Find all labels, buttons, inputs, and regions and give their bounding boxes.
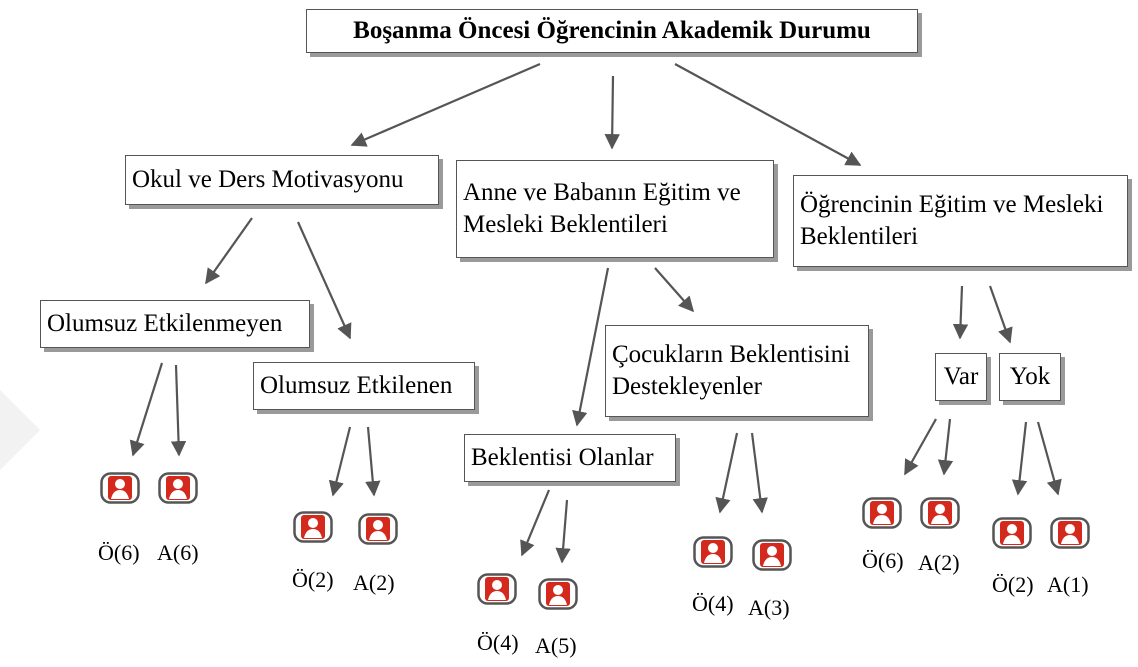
arrow xyxy=(604,75,620,150)
count-parent: A(2) xyxy=(353,570,395,595)
student-expectations-line2: Beklentileri xyxy=(800,223,919,250)
diagram-title: Boşanma Öncesi Öğrencinin Akademik Durum… xyxy=(306,9,918,53)
person-icon xyxy=(693,536,733,568)
person-icon xyxy=(920,497,960,529)
affected-label: Olumsuz Etkilenen xyxy=(260,372,453,399)
person-icon xyxy=(1050,517,1090,549)
person-icon xyxy=(158,472,198,504)
has-expectation-label: Beklentisi Olanlar xyxy=(471,444,654,471)
arrow xyxy=(904,418,937,476)
not-affected-box: Olumsuz Etkilenmeyen xyxy=(40,300,310,348)
arrow xyxy=(205,217,253,285)
count-student: Ö(6) xyxy=(862,548,904,573)
motivation-label: Okul ve Ders Motivasyonu xyxy=(132,166,404,193)
person-icon xyxy=(477,573,517,605)
count-parent: A(6) xyxy=(157,540,199,565)
count-student: Ö(2) xyxy=(992,572,1034,597)
not-affected-label: Olumsuz Etkilenmeyen xyxy=(47,310,283,337)
arrow xyxy=(129,362,164,457)
no-box: Yok xyxy=(999,353,1061,401)
count-student: Ö(4) xyxy=(477,630,519,655)
arrow xyxy=(328,426,352,497)
arrow xyxy=(988,285,1013,344)
person-icon xyxy=(992,517,1032,549)
arrow xyxy=(654,267,695,313)
title-text: Boşanma Öncesi Öğrencinin Akademik Durum… xyxy=(353,17,871,44)
supporting-line2: Destekleyenler xyxy=(612,373,762,400)
count-parent: A(1) xyxy=(1047,572,1089,597)
arrow xyxy=(1011,421,1028,496)
affected-box: Olumsuz Etkilenen xyxy=(253,362,475,410)
person-icon xyxy=(538,578,578,610)
count-parent: A(3) xyxy=(748,595,790,620)
person-icon xyxy=(752,539,792,571)
arrow xyxy=(1036,421,1062,496)
supporting-line1: Çocukların Beklentisini xyxy=(612,341,851,368)
count-student: Ö(4) xyxy=(692,591,734,616)
arrow xyxy=(365,426,381,497)
count-student: Ö(6) xyxy=(98,540,140,565)
supporting-box: Çocukların Beklentisini Destekleyenler xyxy=(605,325,869,417)
motivation-box: Okul ve Ders Motivasyonu xyxy=(125,155,439,205)
watermark-triangle xyxy=(0,390,40,470)
person-icon xyxy=(293,511,333,543)
count-parent: A(2) xyxy=(918,550,960,575)
arrow xyxy=(350,62,541,147)
arrow xyxy=(572,267,610,427)
arrow xyxy=(555,499,571,564)
person-icon xyxy=(862,497,902,529)
arrow xyxy=(937,418,954,476)
count-student: Ö(2) xyxy=(292,567,334,592)
arrow xyxy=(520,489,551,557)
no-label: Yok xyxy=(1009,363,1051,390)
arrow xyxy=(674,63,862,166)
arrow xyxy=(296,221,352,340)
student-expectations-line1: Öğrencinin Eğitim ve Mesleki xyxy=(800,191,1104,218)
arrow xyxy=(952,285,969,340)
parent-expectations-box: Anne ve Babanın Eğitim ve Mesleki Beklen… xyxy=(456,160,774,258)
person-icon xyxy=(358,513,398,545)
parent-expectations-line2: Mesleki Beklentileri xyxy=(463,211,668,238)
parent-expectations-line1: Anne ve Babanın Eğitim ve xyxy=(463,179,741,206)
student-expectations-box: Öğrencinin Eğitim ve Mesleki Beklentiler… xyxy=(793,175,1128,267)
has-expectation-box: Beklentisi Olanlar xyxy=(464,434,676,482)
arrow xyxy=(750,432,768,514)
count-parent: A(5) xyxy=(535,633,577,658)
arrow xyxy=(715,432,739,514)
arrow xyxy=(170,364,187,457)
yes-label: Var xyxy=(943,363,979,390)
yes-box: Var xyxy=(935,353,987,401)
person-icon xyxy=(100,472,140,504)
